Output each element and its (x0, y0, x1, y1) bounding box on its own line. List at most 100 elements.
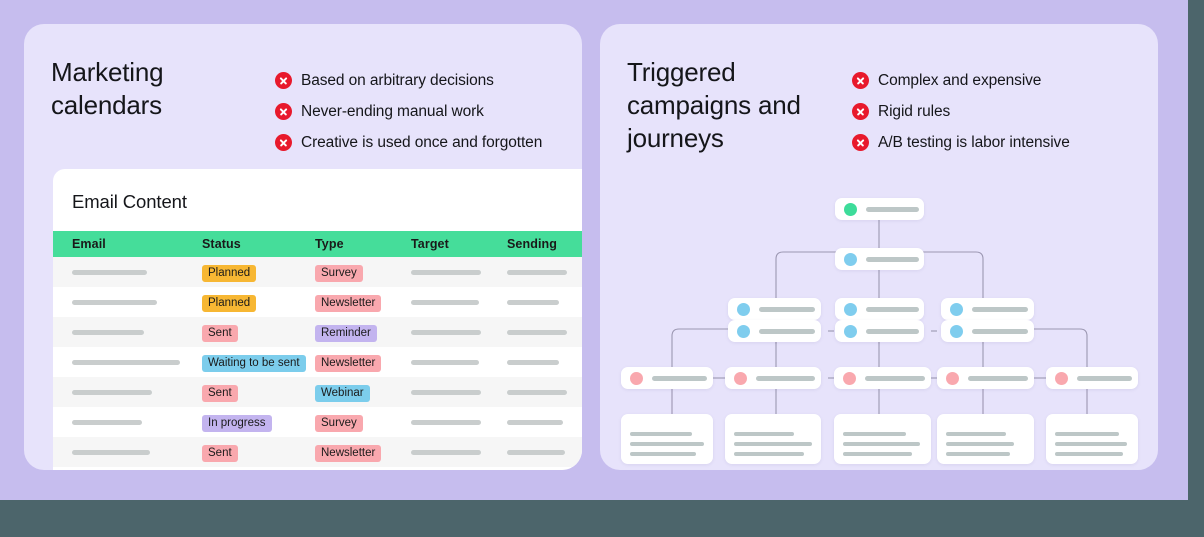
flow-node[interactable] (725, 367, 821, 389)
cell-status: Sent (188, 437, 301, 467)
type-badge[interactable]: Newsletter (315, 294, 382, 312)
flow-node-card[interactable] (621, 414, 713, 464)
table-row[interactable]: Sent Webinar (53, 377, 582, 407)
list-item: Complex and expensive (852, 65, 1070, 96)
bullet-label: A/B testing is labor intensive (878, 133, 1070, 151)
flow-node[interactable] (835, 198, 924, 220)
error-x-icon (275, 134, 292, 151)
node-label-placeholder (972, 328, 1028, 334)
table-row[interactable]: Sent Reminder (53, 317, 582, 347)
column-header-status[interactable]: Status (188, 231, 301, 257)
node-label-placeholder (866, 328, 919, 334)
flow-node[interactable] (835, 320, 924, 342)
cell-type: Survey (301, 257, 397, 287)
connector (775, 251, 879, 298)
table-row[interactable]: Sent Newsletter (53, 437, 582, 467)
type-badge[interactable]: Newsletter (315, 444, 382, 462)
cell-type: Webinar (301, 377, 397, 407)
flow-node[interactable] (834, 367, 931, 389)
node-label-placeholder (972, 306, 1028, 312)
status-dot-green-icon (844, 202, 857, 216)
bullet-label: Creative is used once and forgotten (301, 133, 543, 151)
column-header-sending[interactable]: Sending (493, 231, 582, 257)
flow-node-card[interactable] (1046, 414, 1138, 464)
flow-node-card[interactable] (937, 414, 1034, 464)
flow-node[interactable] (937, 367, 1034, 389)
journey-flow-diagram (600, 174, 1158, 470)
flow-node[interactable] (728, 320, 821, 342)
target-placeholder-bar (411, 329, 481, 335)
status-dot-blue-icon (737, 302, 750, 316)
cell-email (53, 377, 188, 407)
flow-node[interactable] (941, 320, 1034, 342)
status-dot-blue-icon (950, 324, 963, 338)
status-dot-pink-icon (734, 371, 747, 385)
type-badge[interactable]: Webinar (315, 384, 370, 402)
status-badge[interactable]: Waiting to be sent (202, 354, 306, 372)
column-header-target[interactable]: Target (397, 231, 493, 257)
table-row[interactable]: Waiting to be sent Newsletter (53, 347, 582, 377)
footer-bar (0, 500, 1204, 537)
status-badge[interactable]: In progress (202, 414, 272, 432)
sending-placeholder-bar (507, 269, 567, 275)
status-badge[interactable]: Sent (202, 444, 238, 462)
flow-node[interactable] (621, 367, 713, 389)
sending-placeholder-bar (507, 329, 567, 335)
table-row[interactable]: Planned Newsletter (53, 287, 582, 317)
cell-target (397, 347, 493, 377)
cell-target (397, 317, 493, 347)
card-text-placeholder (734, 432, 812, 456)
cell-sending (493, 377, 582, 407)
error-x-icon (275, 103, 292, 120)
type-badge[interactable]: Survey (315, 264, 363, 282)
node-label-placeholder (756, 375, 815, 381)
cell-email (53, 407, 188, 437)
email-placeholder-bar (72, 449, 150, 455)
flow-node[interactable] (941, 298, 1034, 320)
status-badge[interactable]: Planned (202, 264, 257, 282)
flow-node[interactable] (728, 298, 821, 320)
flow-node-card[interactable] (834, 414, 931, 464)
type-badge[interactable]: Reminder (315, 324, 377, 342)
cell-target (397, 257, 493, 287)
node-label-placeholder (865, 375, 925, 381)
node-label-placeholder (866, 306, 919, 312)
connector (671, 328, 776, 367)
email-content-table: Email Status Type Target Sending Planned… (53, 231, 582, 467)
flow-node[interactable] (835, 248, 924, 270)
email-placeholder-bar (72, 389, 152, 395)
cell-status: Sent (188, 317, 301, 347)
column-header-email[interactable]: Email (53, 231, 188, 257)
cell-status: Planned (188, 287, 301, 317)
table-row[interactable]: In progress Survey (53, 407, 582, 437)
flow-node-card[interactable] (725, 414, 821, 464)
target-placeholder-bar (411, 419, 481, 425)
email-placeholder-bar (72, 419, 142, 425)
status-badge[interactable]: Sent (202, 384, 238, 402)
flow-node[interactable] (1046, 367, 1138, 389)
type-badge[interactable]: Newsletter (315, 354, 382, 372)
list-item: Based on arbitrary decisions (275, 65, 542, 96)
status-badge[interactable]: Sent (202, 324, 238, 342)
list-item: Creative is used once and forgotten (275, 127, 542, 158)
email-placeholder-bar (72, 359, 180, 365)
table-row[interactable]: Planned Survey (53, 257, 582, 287)
cell-status: Sent (188, 377, 301, 407)
flow-node[interactable] (835, 298, 924, 320)
node-label-placeholder (866, 256, 919, 262)
cell-target (397, 407, 493, 437)
type-badge[interactable]: Survey (315, 414, 363, 432)
left-panel-bullet-list: Based on arbitrary decisions Never-endin… (275, 65, 542, 158)
sending-placeholder-bar (507, 359, 559, 365)
card-text-placeholder (630, 432, 704, 456)
bullet-label: Based on arbitrary decisions (301, 71, 494, 89)
table-header: Email Status Type Target Sending (53, 231, 582, 257)
status-dot-pink-icon (843, 371, 856, 385)
bullet-label: Complex and expensive (878, 71, 1042, 89)
status-dot-blue-icon (844, 252, 857, 266)
column-header-type[interactable]: Type (301, 231, 397, 257)
target-placeholder-bar (411, 449, 481, 455)
right-panel-bullet-list: Complex and expensive Rigid rules A/B te… (852, 65, 1070, 158)
status-badge[interactable]: Planned (202, 294, 257, 312)
connector (983, 328, 1088, 367)
